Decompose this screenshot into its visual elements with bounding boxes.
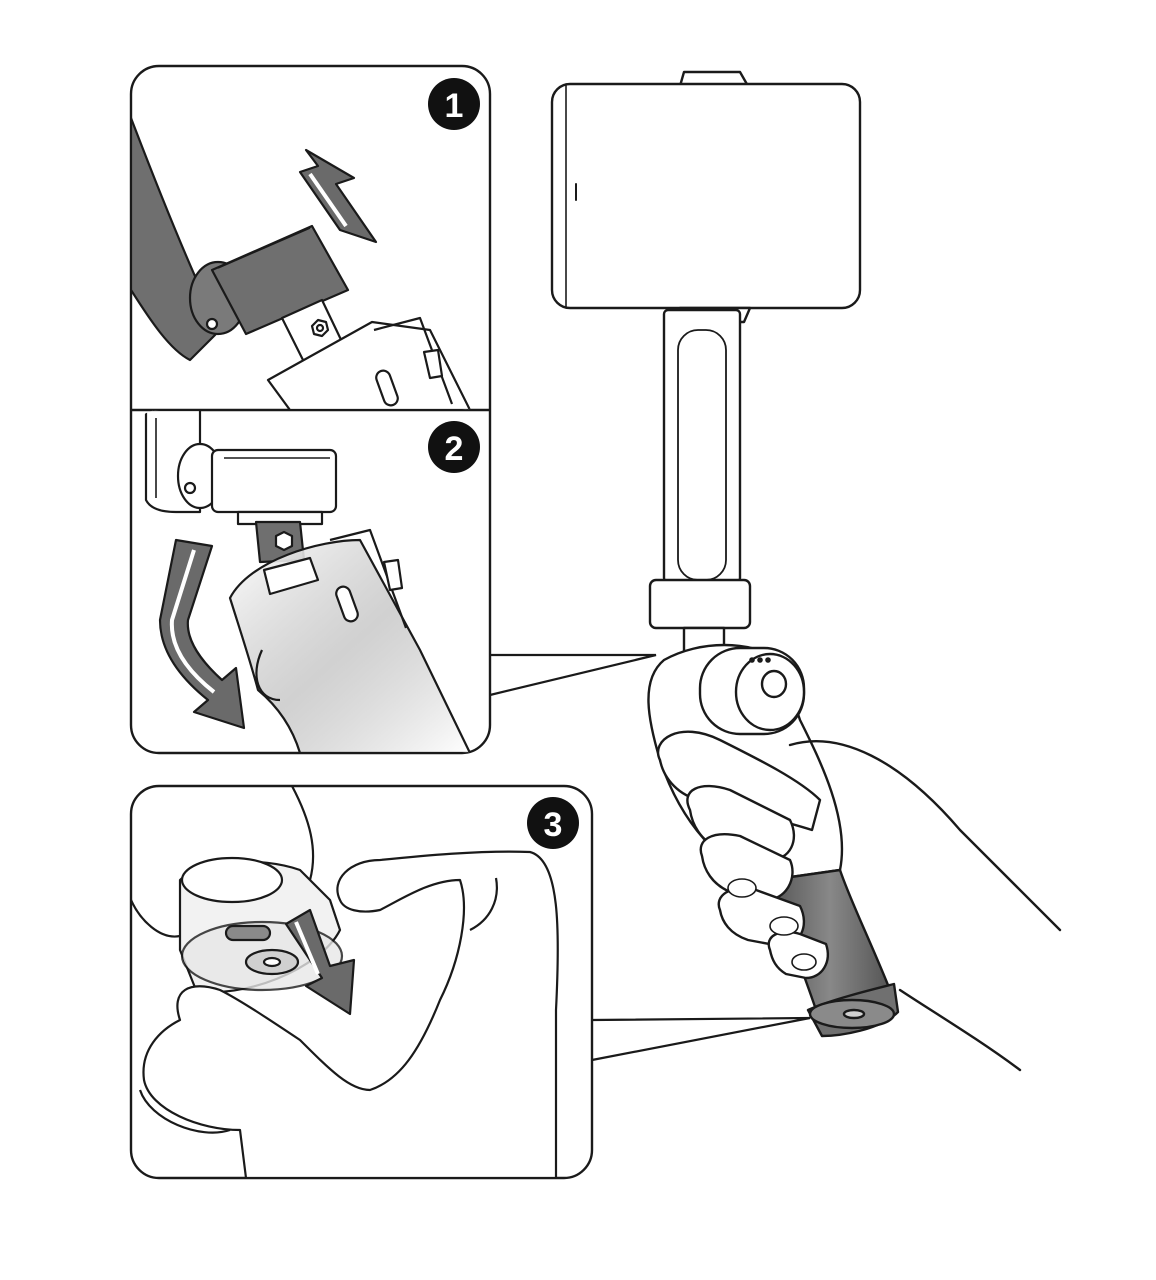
leader-step-3	[591, 1016, 811, 1062]
panel-step-3	[131, 786, 559, 1178]
battery-cap-center	[842, 1008, 866, 1020]
main-illustration	[550, 70, 1062, 1072]
hex-nut-2	[274, 530, 294, 552]
arrow-up-right-icon	[298, 148, 378, 244]
pinching-hand	[142, 850, 559, 1178]
motor-housing	[188, 224, 350, 336]
pole-collar	[648, 578, 752, 630]
step-number-2: 2	[445, 430, 464, 468]
callout-leaders	[489, 653, 811, 1062]
step-badge-1: 1	[428, 78, 480, 130]
handle-2	[228, 538, 472, 753]
pole-inner	[677, 329, 727, 581]
finger-2	[699, 833, 794, 902]
leader-steps-1-2	[489, 653, 657, 697]
handle-top	[266, 320, 472, 410]
step-number-3: 3	[544, 806, 563, 844]
step-badge-3: 3	[527, 797, 579, 849]
panel-step-1	[131, 116, 472, 410]
step-number-1: 1	[445, 87, 464, 125]
control-dial	[698, 646, 806, 736]
holding-hand	[657, 730, 1062, 1072]
phone	[550, 82, 862, 310]
panel-step-2	[144, 410, 472, 753]
step-badge-2: 2	[428, 421, 480, 473]
motor-housing-2	[210, 448, 338, 514]
